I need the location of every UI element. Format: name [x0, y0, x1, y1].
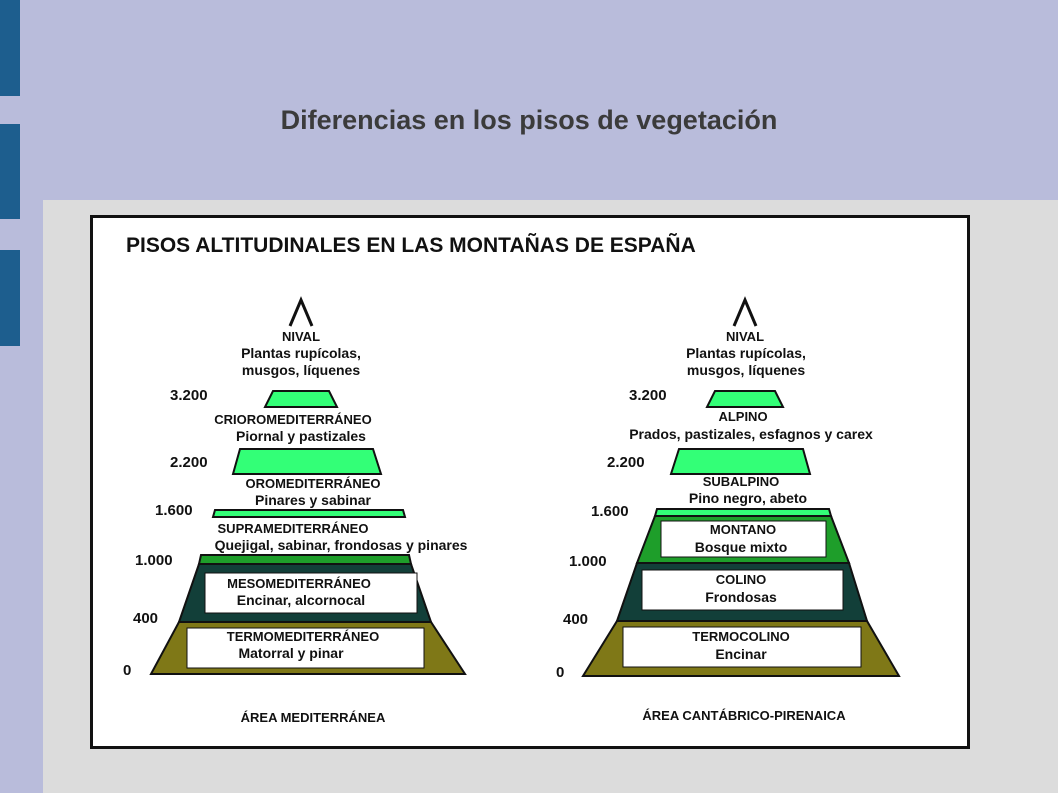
cant-termocolino-box: [622, 626, 862, 668]
cant-alt-400: 400: [563, 611, 588, 628]
cant-termocolino-name: TERMOCOLINO: [692, 629, 790, 644]
med-meso-box: [204, 572, 418, 614]
med-alt-0: 0: [123, 662, 131, 679]
cant-subalpino-name: SUBALPINO: [703, 474, 780, 489]
left-accent-bar-1: [0, 0, 20, 96]
med-caption: ÁREA MEDITERRÁNEA: [241, 710, 386, 725]
cant-caption: ÁREA CANTÁBRICO-PIRENAICA: [642, 708, 846, 723]
med-termo-box: [186, 627, 425, 669]
med-oro-band: [231, 448, 383, 475]
cant-summit-peak: [732, 296, 758, 327]
med-crioro-name: CRIOROMEDITERRÁNEO: [214, 412, 371, 427]
med-green-strip: [197, 554, 413, 565]
med-supra-band: [211, 509, 407, 518]
cant-alt-2200: 2.200: [607, 454, 645, 471]
diagram-frame: PISOS ALTITUDINALES EN LAS MONTAÑAS DE E…: [90, 215, 970, 749]
med-alt-1000: 1.000: [135, 552, 173, 569]
med-summit-peak: [288, 296, 314, 327]
med-alt-3200: 3.200: [170, 387, 208, 404]
cant-subalpino-band: [669, 448, 812, 475]
cant-montano-desc: Bosque mixto: [695, 539, 788, 555]
med-nival-name: NIVAL: [282, 329, 320, 344]
slide-title: Diferencias en los pisos de vegetación: [280, 105, 778, 135]
med-alt-1600: 1.600: [155, 502, 193, 519]
med-termo-name: TERMOMEDITERRÁNEO: [227, 629, 379, 644]
cant-alpino-name: ALPINO: [718, 409, 767, 424]
left-accent-bar-3: [0, 250, 20, 346]
med-meso-desc: Encinar, alcornocal: [237, 592, 365, 608]
cant-subalpino-desc: Pino negro, abeto: [689, 490, 807, 506]
cant-nival-line2: musgos, líquenes: [687, 362, 805, 378]
cant-termocolino-desc: Encinar: [715, 646, 767, 662]
med-supra-desc: Quejigal, sabinar, frondosas y pinares: [215, 537, 468, 553]
cant-colino-desc: Frondosas: [705, 589, 777, 605]
cant-alpino-band: [705, 390, 785, 408]
med-crioro-desc: Piornal y pastizales: [236, 428, 366, 444]
med-oro-desc: Pinares y sabinar: [255, 492, 372, 508]
cant-alt-1000: 1.000: [569, 553, 607, 570]
left-accent-bar-2: [0, 124, 20, 219]
mediterranean-pyramid: NIVAL Plantas rupícolas, musgos, líquene…: [123, 296, 468, 725]
cant-colino-name: COLINO: [716, 572, 767, 587]
med-nival-line2: musgos, líquenes: [242, 362, 360, 378]
cant-colino-box: [641, 569, 844, 611]
med-meso-name: MESOMEDITERRÁNEO: [227, 576, 371, 591]
med-nival-line1: Plantas rupícolas,: [241, 345, 361, 361]
med-alt-400: 400: [133, 610, 158, 627]
cant-alt-1600: 1.600: [591, 503, 629, 520]
diagram-title: PISOS ALTITUDINALES EN LAS MONTAÑAS DE E…: [126, 234, 696, 257]
cant-alt-0: 0: [556, 664, 564, 681]
med-termo-desc: Matorral y pinar: [238, 645, 344, 661]
cantabrian-pyramid: NIVAL Plantas rupícolas, musgos, líquene…: [556, 296, 901, 723]
cant-green-strip: [653, 508, 833, 517]
vegetation-diagram: PISOS ALTITUDINALES EN LAS MONTAÑAS DE E…: [123, 234, 901, 725]
cant-nival-name: NIVAL: [726, 329, 764, 344]
cant-montano-box: [660, 520, 827, 558]
med-oro-name: OROMEDITERRÁNEO: [245, 476, 380, 491]
med-alt-2200: 2.200: [170, 454, 208, 471]
med-supra-name: SUPRAMEDITERRÁNEO: [218, 521, 369, 536]
cant-alt-3200: 3.200: [629, 387, 667, 404]
cant-alpino-desc: Prados, pastizales, esfagnos y carex: [629, 426, 873, 442]
cant-montano-name: MONTANO: [710, 522, 776, 537]
med-crioro-band: [263, 390, 339, 408]
cant-nival-line1: Plantas rupícolas,: [686, 345, 806, 361]
